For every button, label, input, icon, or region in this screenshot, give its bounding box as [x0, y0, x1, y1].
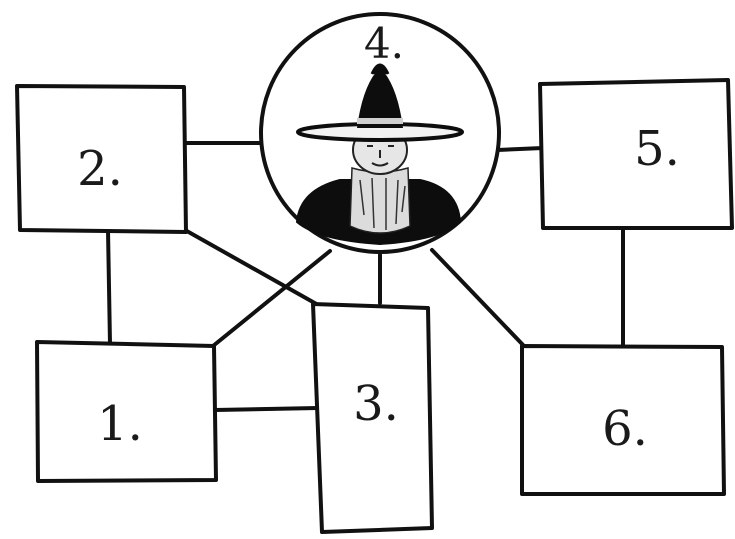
box-2-label: 2. — [77, 141, 123, 197]
box-1-label: 1. — [97, 396, 143, 452]
box-3-label: 3. — [353, 376, 399, 432]
box-5-label: 5. — [634, 121, 680, 177]
center-label: 4. — [364, 19, 404, 68]
connector-1-3 — [215, 408, 318, 410]
box-3: 3. — [313, 304, 432, 532]
box-1: 1. — [37, 342, 216, 481]
box-6: 6. — [522, 346, 724, 494]
center-node: 4. — [261, 14, 499, 252]
connector-4-6 — [432, 250, 524, 346]
connector-2-1 — [108, 230, 110, 344]
connector-4-5 — [497, 148, 543, 150]
box-2: 2. — [17, 86, 186, 232]
box-5: 5. — [540, 80, 732, 228]
connector-2-3 — [185, 230, 320, 306]
box-6-label: 6. — [602, 401, 648, 457]
